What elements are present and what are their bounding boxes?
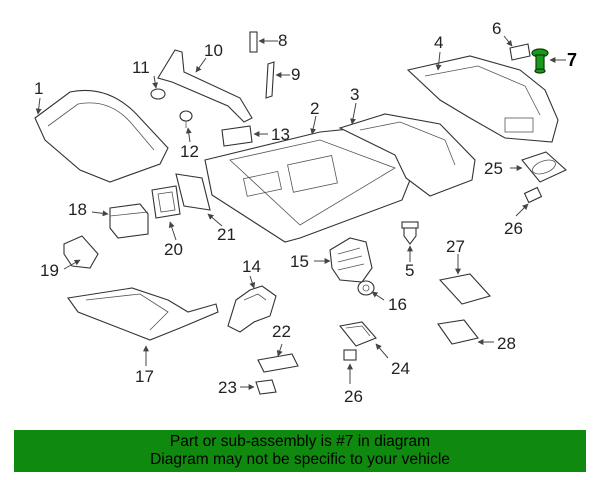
callout-14: 14 xyxy=(242,257,261,276)
part-23-bulb[interactable] xyxy=(255,379,277,395)
callout-5: 5 xyxy=(405,261,415,280)
banner-line-2: Diagram may not be specific to your vehi… xyxy=(150,451,450,468)
callout-1: 1 xyxy=(34,79,44,98)
callout-10: 10 xyxy=(204,41,223,60)
part-5-clip[interactable] xyxy=(401,221,419,245)
callout-19: 19 xyxy=(40,261,59,280)
part-24-lamp[interactable] xyxy=(338,321,377,347)
callout-9: 9 xyxy=(291,65,301,84)
callout-2: 2 xyxy=(310,99,320,118)
part-19-bracket[interactable] xyxy=(63,235,99,269)
part-1-headliner-panel[interactable] xyxy=(34,89,169,183)
callout-17: 17 xyxy=(135,367,154,386)
callout-27: 27 xyxy=(446,237,465,256)
callout-12: 12 xyxy=(180,142,199,161)
part-3-roof-section[interactable] xyxy=(338,113,476,197)
part-13-bracket[interactable] xyxy=(221,125,253,147)
info-banner: Part or sub-assembly is #7 in diagram Di… xyxy=(14,430,586,472)
part-6-cap[interactable] xyxy=(509,43,531,61)
callout-8: 8 xyxy=(278,31,288,50)
part-4-rear-panel[interactable] xyxy=(406,55,559,143)
callout-4: 4 xyxy=(434,33,444,52)
part-20-frame[interactable] xyxy=(151,185,181,219)
callout-26-lower: 26 xyxy=(344,387,363,406)
callout-26-upper: 26 xyxy=(504,219,523,238)
callout-15: 15 xyxy=(290,252,309,271)
callout-25: 25 xyxy=(484,159,503,178)
callout-6: 6 xyxy=(492,19,502,38)
callout-13: 13 xyxy=(271,125,290,144)
part-18-block[interactable] xyxy=(109,203,149,239)
part-2-roof-liner[interactable] xyxy=(204,127,413,243)
part-22-light-housing[interactable] xyxy=(257,353,299,373)
callout-3: 3 xyxy=(350,85,360,104)
callout-21: 21 xyxy=(217,225,236,244)
part-12-fastener[interactable] xyxy=(179,110,193,128)
part-15-housing[interactable] xyxy=(329,237,373,283)
parts-diagram xyxy=(34,31,567,395)
callout-11: 11 xyxy=(132,58,150,77)
part-27-cover[interactable] xyxy=(438,273,492,305)
part-9-trim-strip[interactable] xyxy=(265,61,275,99)
part-8-bracket[interactable] xyxy=(249,31,258,53)
part-28-lens[interactable] xyxy=(437,319,479,345)
callout-28: 28 xyxy=(497,334,516,353)
part-25-dome-light[interactable] xyxy=(521,151,567,183)
callout-22: 22 xyxy=(272,322,291,341)
callout-23: 23 xyxy=(218,378,237,397)
part-26-bulb-lower[interactable] xyxy=(343,349,357,361)
part-16-disk[interactable] xyxy=(357,280,375,296)
part-21-bracket[interactable] xyxy=(175,173,211,211)
part-17-floor-panel[interactable] xyxy=(67,287,219,341)
banner-line-1: Part or sub-assembly is #7 in diagram xyxy=(169,433,431,450)
callout-20: 20 xyxy=(164,240,183,259)
part-7-clip-highlighted[interactable] xyxy=(531,48,549,74)
callout-24: 24 xyxy=(391,359,410,378)
callout-7: 7 xyxy=(567,50,578,70)
callout-18: 18 xyxy=(68,200,87,219)
part-11-knob[interactable] xyxy=(150,88,166,100)
part-14-side-trim[interactable] xyxy=(227,285,277,333)
part-26-bulb-upper[interactable] xyxy=(523,186,543,204)
callout-16: 16 xyxy=(388,295,407,314)
part-10-trim-rail[interactable] xyxy=(157,49,253,123)
